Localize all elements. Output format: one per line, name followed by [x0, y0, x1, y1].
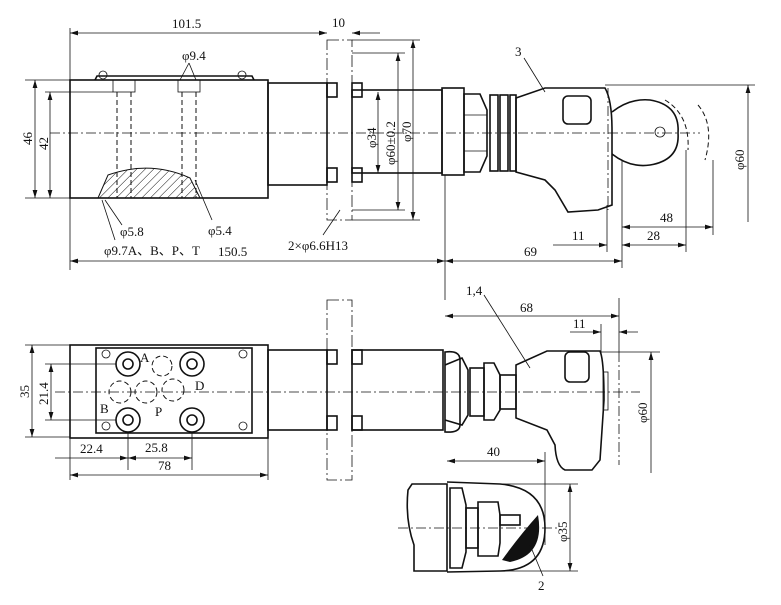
dim-22-4: 22.4 [80, 441, 103, 456]
dim-40: 40 [487, 444, 500, 459]
dim-68: 68 [520, 300, 533, 315]
dim-28: 28 [647, 228, 660, 243]
dim-hole-5-4: φ5.4 [208, 223, 232, 238]
knob-1-4 [515, 350, 605, 471]
dim-hole-5-8: φ5.8 [120, 224, 144, 239]
dim-101-5: 101.5 [172, 16, 201, 31]
port-a: A [140, 350, 150, 365]
dim-48: 48 [660, 210, 673, 225]
dim-11-bottom: 11 [573, 316, 586, 331]
dim-port-dia: φ9.4 [182, 48, 206, 63]
part-label-2: 2 [538, 578, 545, 593]
dim-mount-holes: 2×φ6.6H13 [288, 238, 348, 253]
top-view [50, 39, 710, 221]
dim-d60-knob: φ60 [732, 149, 747, 170]
dim-11-top: 11 [572, 228, 585, 243]
dim-d60: φ60±0.2 [383, 121, 398, 165]
detail-view: φ35 2 [398, 481, 578, 593]
dim-d34: φ34 [364, 127, 379, 148]
dim-25-8: 25.8 [145, 440, 168, 455]
port-p: P [155, 404, 162, 419]
dim-d70: φ70 [399, 121, 414, 142]
top-dimensions: 101.5 10 φ9.4 46 42 φ34 φ60±0.2 φ70 φ5.8… [20, 15, 755, 300]
dim-21-4: 21.4 [36, 382, 51, 405]
port-b: B [100, 401, 109, 416]
port-d: D [195, 378, 204, 393]
part-label-3: 3 [515, 44, 522, 59]
knob-3 [515, 87, 613, 213]
part-label-1-4: 1,4 [466, 283, 483, 298]
dim-150-5: 150.5 [218, 244, 247, 259]
dim-78: 78 [158, 458, 171, 473]
dim-10: 10 [332, 15, 345, 30]
dim-ports: φ9.7A、B、P、T [104, 243, 200, 258]
dim-35: 35 [17, 385, 32, 398]
dim-42: 42 [36, 137, 51, 150]
bottom-view: A B P D [55, 299, 640, 481]
dim-d35: φ35 [555, 521, 570, 542]
bottom-dimensions: 35 21.4 22.4 25.8 78 1,4 68 11 φ60 40 [17, 283, 660, 545]
dim-69: 69 [524, 244, 537, 259]
dim-d60-bottom: φ60 [635, 402, 650, 423]
dim-46: 46 [20, 132, 35, 146]
